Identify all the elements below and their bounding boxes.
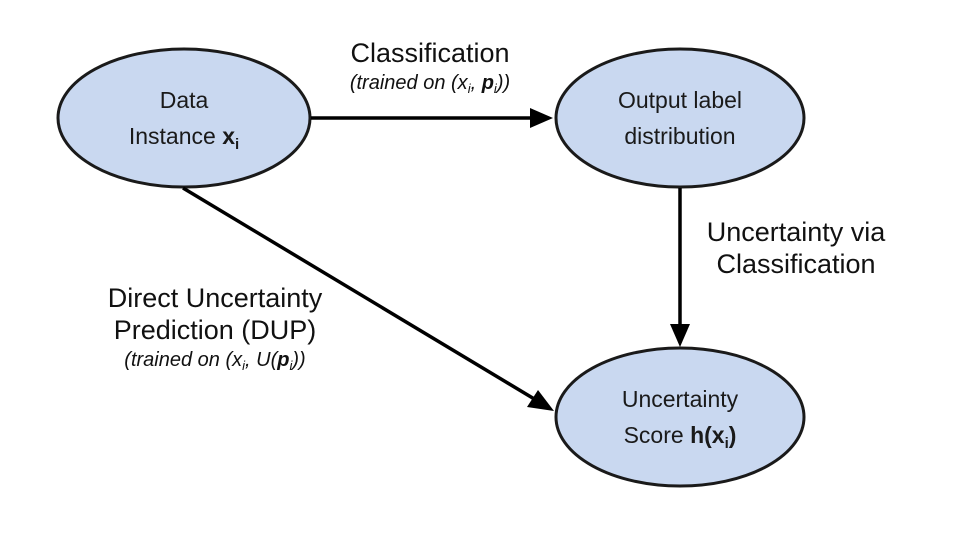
node-data-instance-line1: Data [159,87,209,113]
edge-dup-sub-i1: i [242,358,246,373]
edge-classification-arrowhead [530,108,553,128]
node-output-label-line1: Output label [617,87,743,113]
edge-classification-title: Classification [350,38,510,68]
node-uncertainty-score-func: h(xi) [690,422,737,452]
edge-classification-label: Classification (trained on (xi, pi)) [300,37,560,103]
edge-dup-subtitle: (trained on (xi, U(pi)) [75,346,355,380]
edge-classification-sub-mid: , [470,72,482,94]
edge-uncertainty-via-line2: Classification [716,249,876,279]
edge-uncertainty-via-label: Uncertainty via Classification [686,216,906,280]
edge-classification-sub-i2: i [493,81,497,96]
edge-dup-sub-mid: , U( [245,349,278,371]
node-data-instance-line2: Instance xi [84,118,284,163]
node-uncertainty-score-func-open: h(x [690,422,725,448]
node-output-label-label: Output label distribution [580,82,780,154]
node-uncertainty-score-prefix: Score [623,422,691,448]
node-uncertainty-score-func-sub: i [724,435,729,452]
node-uncertainty-score-func-close: ) [728,422,737,448]
edge-classification-subtitle: (trained on (xi, pi)) [300,69,560,103]
edge-dup-arrowhead [527,390,554,411]
edge-dup-sub-open: (trained on (x [124,349,243,371]
edge-dup-sub-i2: i [289,358,293,373]
node-uncertainty-score-line2: Score h(xi) [580,417,780,462]
node-data-instance-var-sub: i [234,136,240,153]
edge-dup-sub-p: p [277,349,290,371]
edge-uncertainty-via-line1: Uncertainty via [706,217,886,247]
node-data-instance-var: x [222,123,235,149]
edge-classification-sub-close: )) [496,72,511,94]
edge-classification-sub-p: p [481,72,494,94]
edge-dup-label: Direct Uncertainty Prediction (DUP) (tra… [75,282,355,380]
edge-dup-line2: Prediction (DUP) [113,315,317,345]
edge-dup-line1: Direct Uncertainty [107,283,323,313]
edge-dup-line [182,186,537,402]
node-output-label-line2: distribution [624,123,736,149]
node-uncertainty-score-label: Uncertainty Score h(xi) [580,381,780,462]
node-data-instance-prefix: Instance [128,123,223,149]
node-output-label-shape [554,47,806,189]
node-data-instance-label: Data Instance xi [84,82,284,163]
node-uncertainty-score-line1: Uncertainty [621,386,739,412]
edge-classification-sub-open: (trained on (x [349,72,468,94]
edge-uncertainty-via-arrowhead [670,324,690,347]
edge-dup-sub-close: )) [292,349,306,371]
node-uncertainty-score-shape [554,346,806,488]
edge-classification-sub-i1: i [467,81,471,96]
